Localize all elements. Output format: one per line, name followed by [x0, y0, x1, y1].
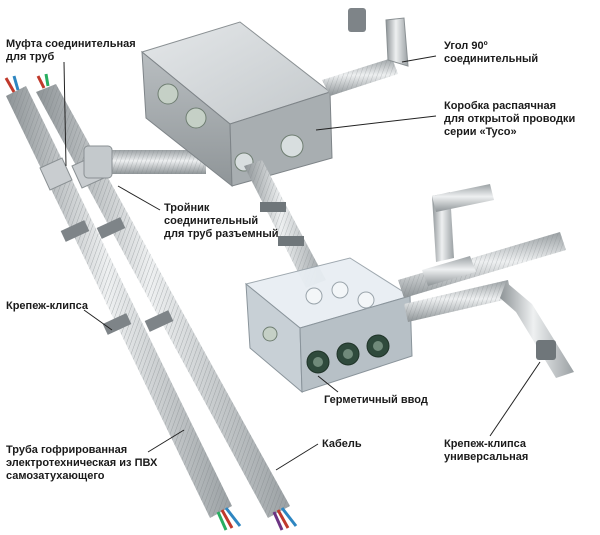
leader-junction-box — [315, 115, 437, 131]
label-elbow: Угол 90º соединительный — [444, 40, 538, 66]
pipe-to-elbow — [322, 8, 409, 96]
label-coupling-line2: для труб — [6, 51, 55, 63]
label-clip: Крепеж-клипса — [6, 300, 88, 313]
label-pipe-line2: электротехническая из ПВХ — [6, 457, 158, 469]
label-cable-line1: Кабель — [322, 438, 362, 450]
pipe-between-boxes — [244, 160, 326, 288]
cable-ends-left — [4, 73, 50, 93]
label-tee-line1: Тройник — [164, 202, 210, 214]
leader-elbow — [401, 55, 437, 63]
label-universal-clip-line1: Крепеж-клипса — [444, 438, 527, 450]
label-pipe-line1: Труба гофрированная — [6, 444, 128, 456]
label-tee-line2: соединительный — [164, 215, 259, 227]
junction-box-bottom — [244, 257, 413, 394]
leader-clip — [83, 309, 113, 331]
leader-coupling — [63, 61, 67, 167]
leader-sealed-entry — [317, 375, 339, 393]
label-pipe: Труба гофрированная электротехническая и… — [6, 444, 157, 483]
label-clip-line1: Крепеж-клипса — [6, 300, 89, 312]
corrugated-pipe-right — [36, 84, 290, 518]
leader-lines — [63, 55, 541, 471]
label-tee-line3: для труб разъемный — [164, 228, 279, 240]
pipe-clips — [60, 217, 174, 335]
label-pipe-line3: самозатухающего — [6, 470, 105, 482]
leader-pipe — [147, 429, 185, 453]
label-tee: Тройник соединительный для труб разъемны… — [164, 202, 278, 241]
label-elbow-line2: соединительный — [444, 53, 539, 65]
label-universal-clip: Крепеж-клипса универсальная — [444, 438, 528, 464]
label-sealed-entry: Герметичный ввод — [324, 394, 428, 407]
leader-cable — [275, 443, 319, 471]
label-elbow-line1: Угол 90º — [444, 40, 488, 52]
cable-ends-bottom — [216, 507, 298, 531]
label-junction-box-line1: Коробка распаячная — [444, 100, 557, 112]
label-sealed-entry-line1: Герметичный ввод — [324, 394, 428, 406]
label-cable: Кабель — [322, 438, 362, 451]
corrugated-pipe-left — [6, 86, 232, 518]
label-junction-box: Коробка распаячная для открытой проводки… — [444, 100, 575, 139]
tee-connector — [83, 145, 206, 179]
label-coupling: Муфта соединительная для труб — [6, 38, 136, 64]
leader-tee — [117, 185, 161, 211]
pipes-right — [398, 184, 574, 378]
label-coupling-line1: Муфта соединительная — [6, 38, 136, 50]
label-junction-box-line3: серии «Tyco» — [444, 126, 517, 138]
leader-universal-clip — [489, 361, 541, 437]
label-universal-clip-line2: универсальная — [444, 451, 529, 463]
label-junction-box-line2: для открытой проводки — [444, 113, 576, 125]
